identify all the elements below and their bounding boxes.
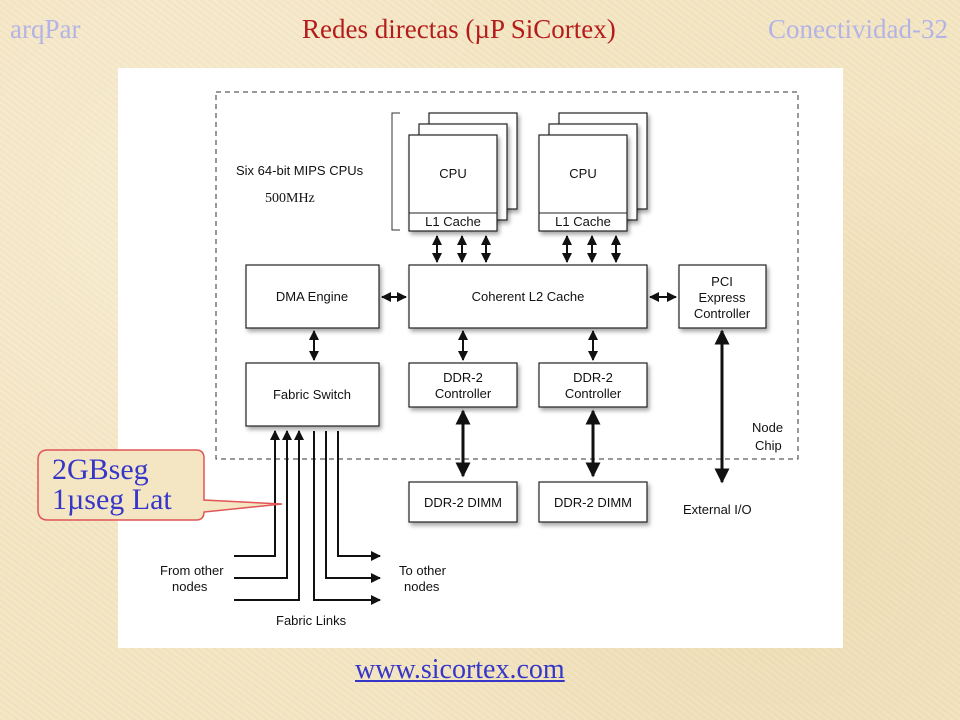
slide-course-label: arqPar [10, 14, 81, 44]
ddr-dimm-right-box [538, 481, 648, 523]
l1-cache-label-left: L1 Cache [425, 214, 481, 229]
slide-section-label: Conectividad-32 [768, 14, 948, 44]
ddr-controller-left-box [408, 362, 518, 408]
l2-cache-box [408, 264, 648, 329]
node-chip-label-line2: Chip [755, 438, 782, 453]
ddr-dimm-left-box [408, 481, 518, 523]
to-nodes-line1: To other [399, 563, 447, 578]
node-chip-diagram: Six 64-bit MIPS CPUs 500MHz CPU L1 Cache… [160, 91, 799, 628]
l1-cache-label-right: L1 Cache [555, 214, 611, 229]
cpu-label-left: CPU [439, 166, 466, 181]
bandwidth-latency-callout: 2GBseg 1µseg Lat [52, 455, 202, 515]
fabric-switch-label: Fabric Switch [273, 387, 351, 402]
ddr-dimm-links [455, 409, 601, 478]
cpu-stack-right: CPU L1 Cache [538, 112, 648, 232]
node-chip-boundary [215, 91, 799, 460]
ddr-controller-left-line1: DDR-2 [443, 370, 483, 385]
ddr-dimm-right-label: DDR-2 DIMM [554, 495, 632, 510]
callout-bandwidth: 2GBseg [52, 453, 149, 486]
external-io-label: External I/O [683, 502, 752, 517]
pci-label-line1: PCI [711, 274, 733, 289]
ddr-controller-right-box [538, 362, 648, 408]
pci-express-box [678, 264, 767, 329]
pci-label-line3: Controller [694, 306, 751, 321]
ddr-controller-right-line2: Controller [565, 386, 622, 401]
node-chip-label-line1: Node [752, 420, 783, 435]
from-nodes-line2: nodes [172, 579, 208, 594]
cpu-l2-links [432, 235, 621, 263]
l2-cache-label: Coherent L2 Cache [472, 289, 585, 304]
ddr-dimm-left-label: DDR-2 DIMM [424, 495, 502, 510]
dma-engine-label: DMA Engine [276, 289, 348, 304]
fabric-links-label: Fabric Links [276, 613, 347, 628]
ddr-controller-left-line2: Controller [435, 386, 492, 401]
from-nodes-line1: From other [160, 563, 224, 578]
dma-engine-box [245, 264, 380, 329]
ddr-controller-right-line1: DDR-2 [573, 370, 613, 385]
pci-label-line2: Express [699, 290, 746, 305]
architecture-diagram-panel: Six 64-bit MIPS CPUs 500MHz CPU L1 Cache… [118, 68, 843, 648]
to-nodes-line2: nodes [404, 579, 440, 594]
fabric-switch-box [245, 362, 380, 427]
internal-vertical-links [309, 330, 598, 361]
cpus-speed-label: 500MHz [265, 191, 315, 206]
callout-latency: 1µseg Lat [52, 483, 172, 516]
cpus-label: Six 64-bit MIPS CPUs [236, 163, 364, 178]
cpu-stack-left: CPU L1 Cache [408, 112, 518, 232]
sicortex-website-link[interactable]: www.sicortex.com [355, 654, 565, 685]
fabric-links [234, 430, 381, 605]
cpu-label-right: CPU [569, 166, 596, 181]
cpu-group-bracket [391, 112, 400, 231]
slide-title: Redes directas (µP SiCortex) [302, 14, 616, 44]
